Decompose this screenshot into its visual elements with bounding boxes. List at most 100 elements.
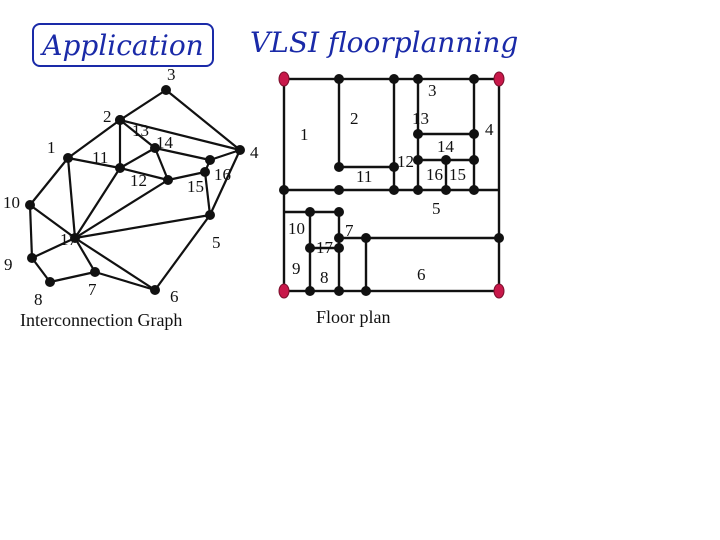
floorplan-pin	[334, 185, 344, 195]
floorplan-pin	[469, 74, 479, 84]
graph-node-15	[200, 167, 210, 177]
graph-edge	[209, 149, 241, 216]
graph-edge	[49, 270, 96, 284]
graph-label-15: 15	[187, 177, 204, 196]
graph-edge	[74, 237, 96, 273]
graph-label-17: 17	[60, 230, 78, 249]
graph-node-12	[163, 175, 173, 185]
graph-label-8: 8	[34, 290, 43, 309]
corner-pin	[493, 283, 505, 299]
graph-edge	[119, 118, 241, 152]
graph-label-7: 7	[88, 280, 97, 299]
graph-edge	[119, 119, 156, 149]
floorplan-pin	[334, 286, 344, 296]
graph-edge	[29, 204, 76, 239]
floorplan-label-1: 1	[300, 125, 309, 144]
graph-edge	[29, 157, 69, 206]
floorplan-pin	[305, 243, 315, 253]
graph-node-5	[205, 210, 215, 220]
graph-edge	[74, 179, 169, 239]
floorplan-label-3: 3	[428, 81, 437, 100]
corner-pin	[278, 283, 290, 299]
floorplan-pin	[334, 243, 344, 253]
graph-nodes	[25, 85, 245, 295]
graph-edge	[119, 166, 169, 182]
graph-label-10: 10	[3, 193, 20, 212]
graph-node-10	[25, 200, 35, 210]
floorplan-label-16: 16	[426, 165, 443, 184]
graph-edge	[153, 147, 170, 181]
graph-edge	[28, 204, 34, 259]
graph-label-3: 3	[167, 65, 176, 84]
graph-node-labels: 1 2 3 4 5 6 7 8 9 10 11 12 13 14 15 16 1…	[3, 65, 259, 309]
graph-edge	[119, 89, 167, 121]
floorplan-pin	[361, 233, 371, 243]
graph-label-11: 11	[92, 148, 108, 167]
graph-edge	[31, 237, 76, 259]
application-label-box: Application	[32, 23, 214, 67]
corner-pin	[278, 71, 290, 87]
floorplan-label-12: 12	[397, 152, 414, 171]
floorplan-label-7: 7	[345, 221, 354, 240]
application-label: Application	[42, 28, 204, 62]
graph-node-3	[161, 85, 171, 95]
floorplan-pin	[389, 185, 399, 195]
floorplan-pin	[413, 129, 423, 139]
floorplan-label-2: 2	[350, 109, 359, 128]
graph-node-14	[150, 143, 160, 153]
floorplan-label-11: 11	[356, 167, 372, 186]
floorplan-pin	[279, 185, 289, 195]
floorplan-pins	[279, 74, 504, 296]
graph-node-6	[150, 285, 160, 295]
floorplan-label-6: 6	[417, 265, 426, 284]
floorplan-pin	[441, 185, 451, 195]
graph-edge	[154, 146, 211, 162]
graph-label-1: 1	[47, 138, 56, 157]
floorplan-pin	[469, 185, 479, 195]
floorplan-label-13: 13	[412, 109, 429, 128]
graph-node-11	[115, 163, 125, 173]
floorplan-pin	[494, 233, 504, 243]
floorplan-label-17: 17	[316, 238, 334, 257]
graph-node-16	[205, 155, 215, 165]
floorplan-caption: Floor plan	[316, 307, 391, 327]
graph-node-4	[235, 145, 245, 155]
floorplan-outline	[282, 77, 501, 293]
floorplan-label-4: 4	[485, 120, 494, 139]
floorplan-pin	[334, 207, 344, 217]
graph-caption: Interconnection Graph	[20, 310, 182, 330]
graph-node-17	[70, 233, 80, 243]
graph-node-8	[45, 277, 55, 287]
floorplan-pin	[413, 155, 423, 165]
graph-edge	[94, 270, 156, 292]
graph-label-6: 6	[170, 287, 179, 306]
floorplan-pin	[305, 207, 315, 217]
graph-label-2: 2	[103, 107, 112, 126]
floor-plan	[282, 77, 501, 293]
graph-label-12: 12	[130, 171, 147, 190]
graph-label-16: 16	[214, 165, 231, 184]
graph-node-13	[115, 115, 125, 125]
floorplan-label-8: 8	[320, 268, 329, 287]
graph-edge	[67, 156, 121, 170]
graph-edge	[74, 237, 156, 291]
floorplan-label-9: 9	[292, 259, 301, 278]
floorplan-pin	[305, 286, 315, 296]
corner-pin	[493, 71, 505, 87]
graph-node-7	[90, 267, 100, 277]
interconnection-graph	[28, 89, 241, 292]
floorplan-label-5: 5	[432, 199, 441, 218]
floorplan-pin	[413, 185, 423, 195]
graph-edge	[67, 119, 121, 159]
floorplan-corner-pins	[278, 71, 505, 299]
graph-edge	[119, 147, 156, 169]
graph-label-13: 13	[132, 121, 149, 140]
graph-edge	[165, 89, 241, 151]
floorplan-region-labels: 1 2 3 4 5 6 7 8 9 10 11 12 13 14 15 16 1…	[288, 81, 494, 287]
graph-edge	[154, 214, 211, 291]
graph-edge	[167, 170, 206, 182]
floorplan-pin	[469, 129, 479, 139]
floorplan-pin	[361, 286, 371, 296]
floorplan-pin	[441, 155, 451, 165]
floorplan-label-10: 10	[288, 219, 305, 238]
